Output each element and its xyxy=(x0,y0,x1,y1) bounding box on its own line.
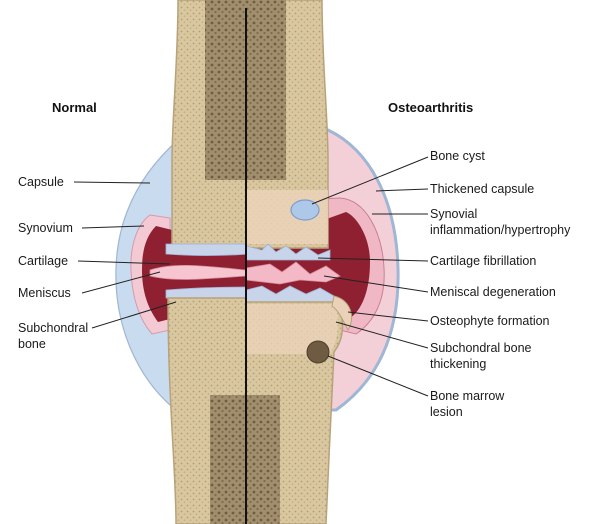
label-subchondral-bone-line1: Subchondral xyxy=(18,321,88,335)
heading-osteoarthritis: Osteoarthritis xyxy=(388,100,473,115)
label-osteophyte-formation: Osteophyte formation xyxy=(430,314,550,328)
label-cartilage: Cartilage xyxy=(18,254,68,268)
leader-capsule xyxy=(74,182,150,183)
label-synovial-line2: inflammation/hypertrophy xyxy=(430,223,571,237)
label-capsule: Capsule xyxy=(18,175,64,189)
label-bone-marrow-lesion-line2: lesion xyxy=(430,405,463,419)
label-bone-marrow-lesion-line1: Bone marrow xyxy=(430,389,505,403)
bone-marrow-lesion xyxy=(307,341,329,363)
label-subchondral-thickening-line1: Subchondral bone xyxy=(430,341,532,355)
label-cartilage-fibrillation: Cartilage fibrillation xyxy=(430,254,536,268)
label-subchondral-thickening: Subchondral bone thickening xyxy=(430,341,535,371)
label-thickened-capsule: Thickened capsule xyxy=(430,182,534,196)
label-subchondral-thickening-line2: thickening xyxy=(430,357,486,371)
label-meniscal-degeneration: Meniscal degeneration xyxy=(430,285,556,299)
label-subchondral-bone-line2: bone xyxy=(18,337,46,351)
label-meniscus: Meniscus xyxy=(18,286,71,300)
label-synovial-inflammation: Synovial inflammation/hypertrophy xyxy=(430,207,571,237)
label-subchondral-bone: Subchondral bone xyxy=(18,321,92,351)
normal-femoral-cartilage xyxy=(166,244,250,256)
heading-normal: Normal xyxy=(52,100,97,115)
label-bone-marrow-lesion: Bone marrow lesion xyxy=(430,389,508,419)
label-bone-cyst: Bone cyst xyxy=(430,149,485,163)
label-synovium: Synovium xyxy=(18,221,73,235)
label-synovial-line1: Synovial xyxy=(430,207,477,221)
